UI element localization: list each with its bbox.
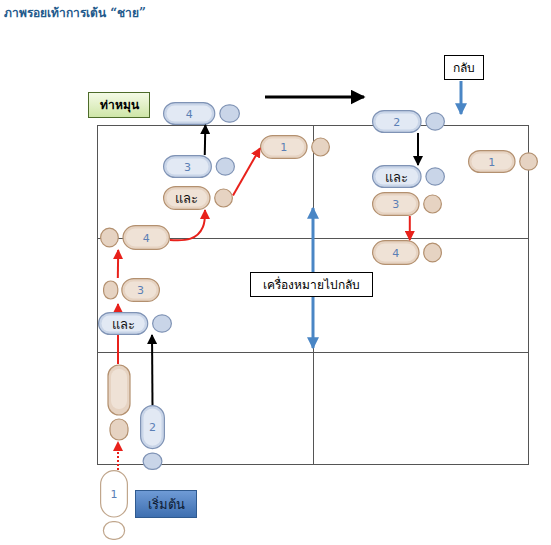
footprint-outline (163, 102, 240, 125)
footprint: และ (163, 186, 233, 210)
footprint (108, 365, 130, 440)
footprint-outline (98, 312, 172, 335)
step-number: 3 (392, 199, 399, 210)
footprint-outline (372, 165, 445, 188)
step-arrow (417, 133, 419, 165)
footprint-outline (163, 155, 235, 178)
step-number: 1 (488, 156, 495, 167)
box-label: ท่าหมุน (100, 99, 139, 111)
footprint: 2 (140, 405, 165, 470)
step-arrow (409, 216, 411, 240)
footprint-outline (100, 225, 170, 250)
footprint: และ (372, 165, 445, 188)
step-arrow (151, 335, 153, 405)
step-arrow (117, 250, 119, 278)
footprint: 4 (100, 225, 170, 250)
step-number: 2 (393, 116, 400, 127)
label-box: ท่าหมุน (88, 92, 150, 118)
step-arrow (233, 148, 260, 195)
footprint: 4 (163, 102, 240, 125)
step-label: และ (385, 170, 408, 183)
footprint-outline (260, 135, 330, 159)
step-number: 4 (143, 232, 150, 243)
step-number: 1 (280, 142, 287, 153)
step-label: และ (175, 192, 198, 205)
step-arrow (117, 442, 119, 470)
box-label: เริ่มต้น (148, 498, 185, 511)
direction-arrow (265, 96, 364, 99)
step-number: 1 (111, 488, 118, 499)
title-text: ภาพรอยเท้าการเต้น “ชาย” (4, 6, 146, 20)
label-box: เครื่องหมายไปกลับ (250, 272, 373, 297)
label-box: กลับ (444, 55, 484, 80)
footprint-outline (372, 110, 445, 133)
box-label: เครื่องหมายไปกลับ (263, 279, 360, 291)
footprint: 1 (468, 150, 538, 173)
step-number: 3 (184, 161, 191, 172)
footprint: 1 (100, 470, 128, 540)
step-label: และ (112, 317, 135, 330)
footprint-outline (100, 470, 128, 540)
footprint: 3 (372, 192, 442, 216)
step-arrow (204, 125, 207, 155)
footprint-outline (372, 192, 442, 216)
step-number: 3 (137, 285, 144, 296)
step-number: 4 (392, 247, 399, 258)
footprint-outline (140, 405, 165, 470)
step-arrow (170, 210, 205, 240)
grid-line (97, 352, 529, 353)
diagram-title: ภาพรอยเท้าการเต้น “ชาย” (4, 3, 146, 22)
footprint: 1 (260, 135, 330, 159)
footprint: และ (98, 312, 172, 335)
back-arrow (460, 81, 463, 114)
footprint-outline (372, 240, 442, 265)
floor-grid (98, 126, 529, 465)
footprint-outline (468, 150, 538, 173)
footprint: 3 (103, 278, 160, 302)
footprint: 4 (372, 240, 442, 265)
label-box: เริ่มต้น (135, 490, 197, 518)
step-number: 4 (186, 108, 193, 119)
footprint: 2 (372, 110, 445, 133)
footprint: 3 (163, 155, 235, 178)
step-number: 2 (149, 422, 156, 433)
box-label: กลับ (453, 62, 475, 74)
footprint-outline (103, 278, 160, 302)
